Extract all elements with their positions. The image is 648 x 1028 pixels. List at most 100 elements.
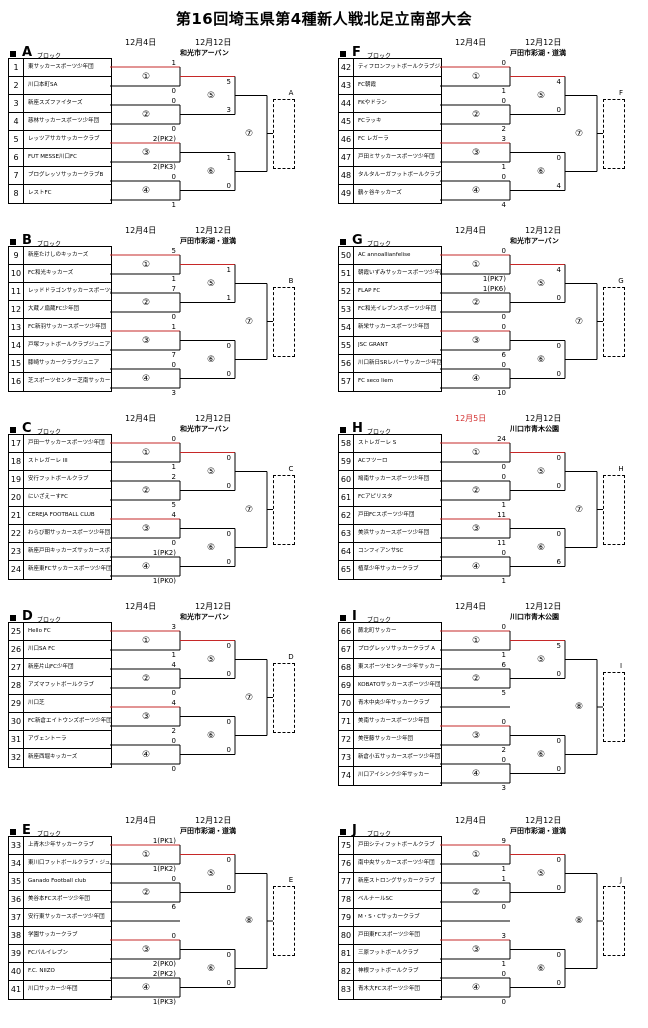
team-name: FKやドラン xyxy=(358,100,387,106)
match-number: ⑧ xyxy=(574,702,584,712)
winner-label: J xyxy=(619,876,623,884)
team-number: 22 xyxy=(9,525,24,543)
round2-date: 12月12日 xyxy=(195,414,232,423)
team-number: 16 xyxy=(9,373,24,391)
round1-date: 12月4日 xyxy=(125,602,157,611)
match-number: ③ xyxy=(471,523,481,534)
match-score: 2 xyxy=(171,473,176,481)
match-number: ⑤ xyxy=(536,654,546,665)
team-name: M・S・Cサッカークラブ xyxy=(358,914,420,920)
block-letter: J xyxy=(352,823,357,838)
round1-date: 12月4日 xyxy=(125,816,157,825)
team-name: FC seco liem xyxy=(358,378,393,384)
match-score: 6 xyxy=(171,903,176,911)
match-score: 0 xyxy=(556,978,561,987)
block-word: ブロック xyxy=(37,53,62,60)
match-number: ② xyxy=(471,297,481,308)
bracket-lines xyxy=(110,66,273,201)
block-letter: H xyxy=(352,421,363,436)
winner-placeholder xyxy=(603,474,625,545)
round1-date: 12月4日 xyxy=(455,816,487,825)
match-number: ③ xyxy=(471,147,481,158)
block-marker-icon xyxy=(340,51,346,57)
team-number: 68 xyxy=(339,659,354,677)
match-score: 0 xyxy=(171,875,176,883)
team-number: 20 xyxy=(9,489,24,507)
team-number: 48 xyxy=(339,167,354,185)
team-number: 81 xyxy=(339,945,354,963)
block-marker-icon xyxy=(340,239,346,245)
match-number: ② xyxy=(471,887,481,898)
match-score: 1 xyxy=(501,875,506,883)
block-word: ブロック xyxy=(367,831,392,838)
team-name: 美谷本FCスポーツ少年団 xyxy=(28,896,90,902)
team-number: 26 xyxy=(9,641,24,659)
match-number: ⑦ xyxy=(574,128,584,139)
match-score: 0 xyxy=(226,453,231,462)
team-name: ACフツーロ xyxy=(358,458,388,464)
match-score: 0 xyxy=(226,341,231,350)
team-number: 14 xyxy=(9,337,24,355)
match-score: 1 xyxy=(226,153,231,162)
match-score: 0 xyxy=(556,453,561,462)
block-marker-icon xyxy=(340,615,346,621)
team-name: 青木中央少年サッカークラブ xyxy=(358,700,430,706)
block-marker-icon xyxy=(10,427,16,433)
match-score: 1 xyxy=(171,651,176,659)
match-number: ① xyxy=(141,635,151,646)
match-score: 2(PK2) xyxy=(152,970,176,978)
match-score: 0 xyxy=(501,361,506,369)
winner-placeholder xyxy=(603,286,625,357)
team-name: プログレッソサッカークラブ A xyxy=(358,646,436,652)
team-name: FC新羽サッカースポーツ少年団 xyxy=(28,324,107,330)
team-row: 68東スポーツセンター少年サッカークラブ xyxy=(339,659,441,677)
match-score: 6 xyxy=(501,351,506,359)
team-name: アヴェントーラ xyxy=(28,736,67,742)
match-number: ⑦ xyxy=(244,504,254,515)
match-number: ④ xyxy=(471,982,481,993)
team-number: 18 xyxy=(9,453,24,471)
match-score: 0 xyxy=(226,950,231,959)
team-number: 78 xyxy=(339,891,354,909)
team-name: FC レガーラ xyxy=(358,136,389,142)
match-score: 0 xyxy=(556,293,561,302)
match-number: ⑤ xyxy=(206,466,216,477)
block-letter: G xyxy=(352,233,363,248)
venue-label: 戸田市彩湖・道満 xyxy=(510,49,566,57)
match-score: 0 xyxy=(501,313,506,321)
round2-date: 12月12日 xyxy=(195,38,232,47)
block-word: ブロック xyxy=(367,429,392,436)
team-number: 80 xyxy=(339,927,354,945)
team-number: 43 xyxy=(339,77,354,95)
team-name: FC朝霞 xyxy=(358,82,377,88)
team-name: 学園サッカークラブ xyxy=(28,932,78,938)
match-score: 0 xyxy=(556,341,561,350)
team-name: コンフィアンサSC xyxy=(358,548,404,554)
winner-label: E xyxy=(288,876,294,884)
match-number: ① xyxy=(471,849,481,860)
match-score: 0 xyxy=(226,745,231,754)
round2-date: 12月12日 xyxy=(195,226,232,235)
team-name: FCアピリスタ xyxy=(358,494,393,500)
block-word: ブロック xyxy=(37,831,62,838)
team-name: 川口新日SRレバーサッカー少年団 xyxy=(358,360,441,366)
match-score: 0 xyxy=(501,718,506,726)
